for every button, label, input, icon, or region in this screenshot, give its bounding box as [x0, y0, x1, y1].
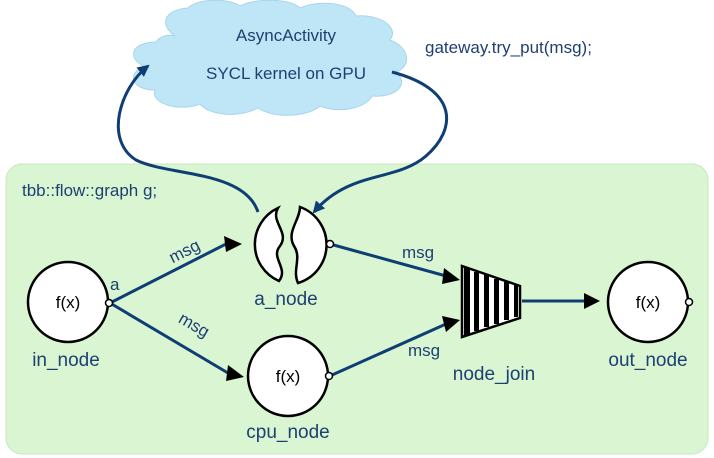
in-node-name: in_node — [32, 350, 100, 371]
out-node-name: out_node — [608, 350, 687, 371]
msg-label-cpu-to-join: msg — [408, 341, 440, 360]
a-node-name: a_node — [254, 289, 317, 310]
edge-cpu-to-join — [331, 322, 447, 377]
async-activity-cloud: AsyncActivity SYCL kernel on GPU — [133, 0, 407, 116]
cpu-node: f(x) cpu_node — [246, 334, 334, 443]
edge-in-to-cpu-node-arrowhead — [226, 365, 244, 381]
out-node-output-port — [684, 297, 694, 307]
edge-in-to-a-node-arrowhead — [224, 236, 242, 252]
in-node-port-label: a — [110, 275, 120, 294]
in-node: f(x) a in_node — [26, 260, 120, 371]
edge-in-to-a-node — [109, 242, 227, 305]
node-join: node_join — [453, 264, 535, 385]
in-node-output-port — [104, 298, 114, 308]
cloud-title: AsyncActivity — [236, 26, 337, 45]
graph-label: tbb::flow::graph g; — [22, 181, 157, 200]
in-node-function: f(x) — [56, 293, 81, 312]
gateway-call-label: gateway.try_put(msg); — [425, 38, 592, 57]
edge-cpu-to-join-arrowhead — [442, 316, 460, 332]
edge-a-node-to-join — [329, 242, 447, 278]
msg-label-a-to-join: msg — [402, 243, 434, 262]
out-node-function: f(x) — [636, 293, 661, 312]
a-node: a_node — [253, 205, 335, 310]
edge-cloud-to-a-node — [312, 70, 448, 214]
edge-join-to-out-arrowhead — [584, 293, 600, 309]
a-node-output-port — [325, 239, 335, 249]
cpu-node-output-port — [324, 371, 334, 381]
node-join-name: node_join — [453, 364, 535, 385]
edge-in-to-cpu-node — [109, 301, 229, 375]
graph-container — [5, 163, 709, 455]
cloud-subtitle: SYCL kernel on GPU — [206, 64, 366, 83]
out-node: f(x) out_node — [606, 260, 694, 371]
edge-a-node-to-join-arrowhead — [442, 268, 460, 284]
edge-a-node-to-cloud — [116, 64, 260, 213]
cpu-node-function: f(x) — [276, 367, 301, 386]
cpu-node-name: cpu_node — [246, 422, 329, 443]
